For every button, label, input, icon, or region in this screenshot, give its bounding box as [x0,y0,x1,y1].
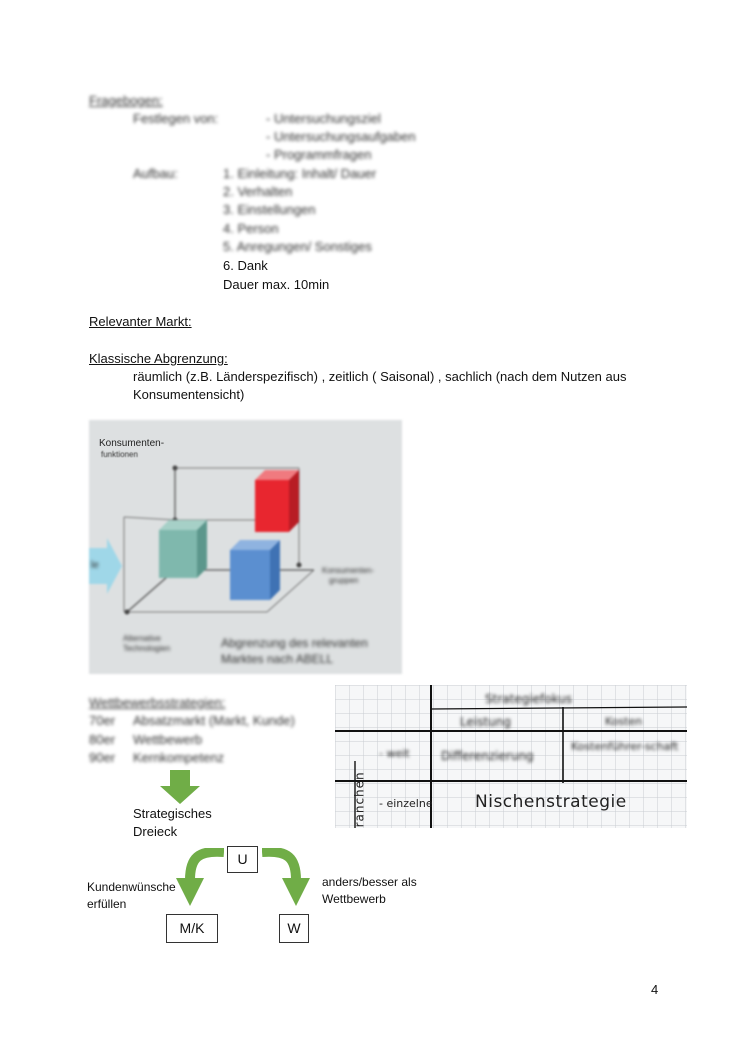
strategy-col-label: Leistung [460,715,511,729]
strategy-row-axis: Branchen [352,771,367,828]
strategy-cell: Kostenführer-schaft [571,740,679,753]
triangle-title: Dreieck [133,824,178,839]
triangle-left-label: Kundenwünsche [87,880,176,894]
strategy-col-label: Kosten [605,715,643,728]
curved-arrow-right-icon [261,846,318,910]
competition-decade: 90er [89,750,116,765]
abell-axis-z-label: Technologien [123,644,171,653]
triangle-right-label: Wettbewerb [322,892,386,906]
strategy-table: Strategiefokus Leistung Kosten Branchen … [335,685,687,828]
box-u: U [227,846,258,873]
box-mk: M/K [166,914,218,943]
curved-arrow-left-icon [168,846,225,910]
market-text-line: räumlich (z.B. Länderspezifisch) , zeitl… [133,369,627,384]
festlegen-label: Festlegen von: [133,111,219,126]
strategy-row-label: - einzelne [379,797,433,810]
abell-caption: Marktes nach ABELL [221,652,334,666]
abell-axis-z-label: Alternative [123,634,161,643]
duration-text: Dauer max. 10min [223,277,330,292]
market-subheading: Klassische Abgrenzung: [89,351,228,366]
triangle-right-label: anders/besser als [322,875,417,889]
questionnaire-heading: Fragebogen: [89,93,163,108]
strategy-row-label: - weit [379,747,410,760]
strategy-niche: Nischenstrategie [475,792,627,812]
abell-axis-y-label: Konsumenten- [99,438,165,449]
abell-axis-x-label: gruppen [329,576,359,585]
competition-decade: 70er [89,713,116,728]
festlegen-item: - Programmfragen [266,147,372,162]
strategy-cell: Differenzierung [441,749,534,763]
competition-decade: 80er [89,732,116,747]
abell-arrow-label: le [91,560,99,571]
market-heading: Relevanter Markt: [89,314,192,329]
box-w: W [279,914,309,943]
aufbau-item: 5. Anregungen/ Sonstiges [223,239,372,254]
page-number: 4 [651,982,659,997]
aufbau-item: 1. Einleitung: Inhalt/ Dauer [223,166,377,181]
abell-caption: Abgrenzung des relevanten [221,636,368,650]
aufbau-item: 6. Dank [223,258,268,273]
triangle-left-label: erfüllen [87,897,127,911]
triangle-title: Strategisches [133,806,212,821]
aufbau-item: 3. Einstellungen [223,202,316,217]
competition-text: Wettbewerb [133,732,203,747]
festlegen-item: - Untersuchungsziel [266,111,381,126]
aufbau-item: 4. Person [223,221,279,236]
aufbau-label: Aufbau: [133,166,178,181]
strategy-title: Strategiefokus [485,692,573,706]
aufbau-item: 2. Verhalten [223,184,293,199]
competition-heading: Wettbewerbsstrategien: [89,695,226,710]
competition-text: Kernkompetenz [133,750,225,765]
festlegen-item: - Untersuchungsaufgaben [266,129,416,144]
competition-text: Absatzmarkt (Markt, Kunde) [133,713,295,728]
abell-axis-y-label: funktionen [101,450,138,459]
abell-axis-x-label: Konsumenten- [322,566,375,575]
abell-figure: Konsumenten- funktionen Konsumenten- gru… [89,420,402,674]
down-arrow-icon [160,770,200,804]
market-text-line: Konsumentensicht) [133,387,245,402]
